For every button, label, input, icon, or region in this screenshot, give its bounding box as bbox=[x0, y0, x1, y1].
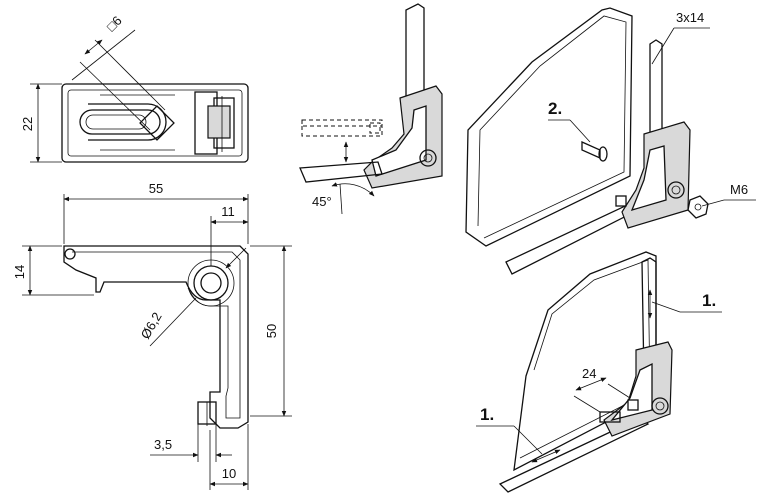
tilt-angle-label: 45° bbox=[312, 194, 332, 209]
screw-size-label: 3x14 bbox=[676, 10, 704, 25]
overall-width-label: 55 bbox=[149, 181, 163, 196]
step-one-right-label: 1. bbox=[702, 291, 716, 310]
installation-view: 1. 1. 24 bbox=[476, 251, 722, 493]
overall-height-label: 50 bbox=[264, 324, 279, 338]
assembly-view: 3x14 M6 2. bbox=[465, 7, 756, 275]
bore-diameter-label: Ø6,2 bbox=[138, 310, 165, 342]
step-two-label: 2. bbox=[548, 99, 562, 118]
top-view: 22 □6 bbox=[20, 13, 249, 163]
top-height-label: 22 bbox=[20, 117, 35, 131]
pivot-offset-label: 11 bbox=[221, 204, 235, 219]
nut-size-label: M6 bbox=[730, 182, 748, 197]
front-view: 55 11 14 Ø6,2 50 3,5 10 bbox=[12, 181, 292, 490]
adjustment-view: 45° bbox=[299, 3, 443, 215]
spacing-label: 24 bbox=[582, 366, 596, 381]
step-one-left-label: 1. bbox=[480, 405, 494, 424]
square-size-label: □6 bbox=[104, 13, 125, 34]
slot-width-label: 3,5 bbox=[154, 437, 172, 452]
side-height-label: 14 bbox=[12, 265, 27, 279]
leg-width-label: 10 bbox=[222, 466, 236, 481]
